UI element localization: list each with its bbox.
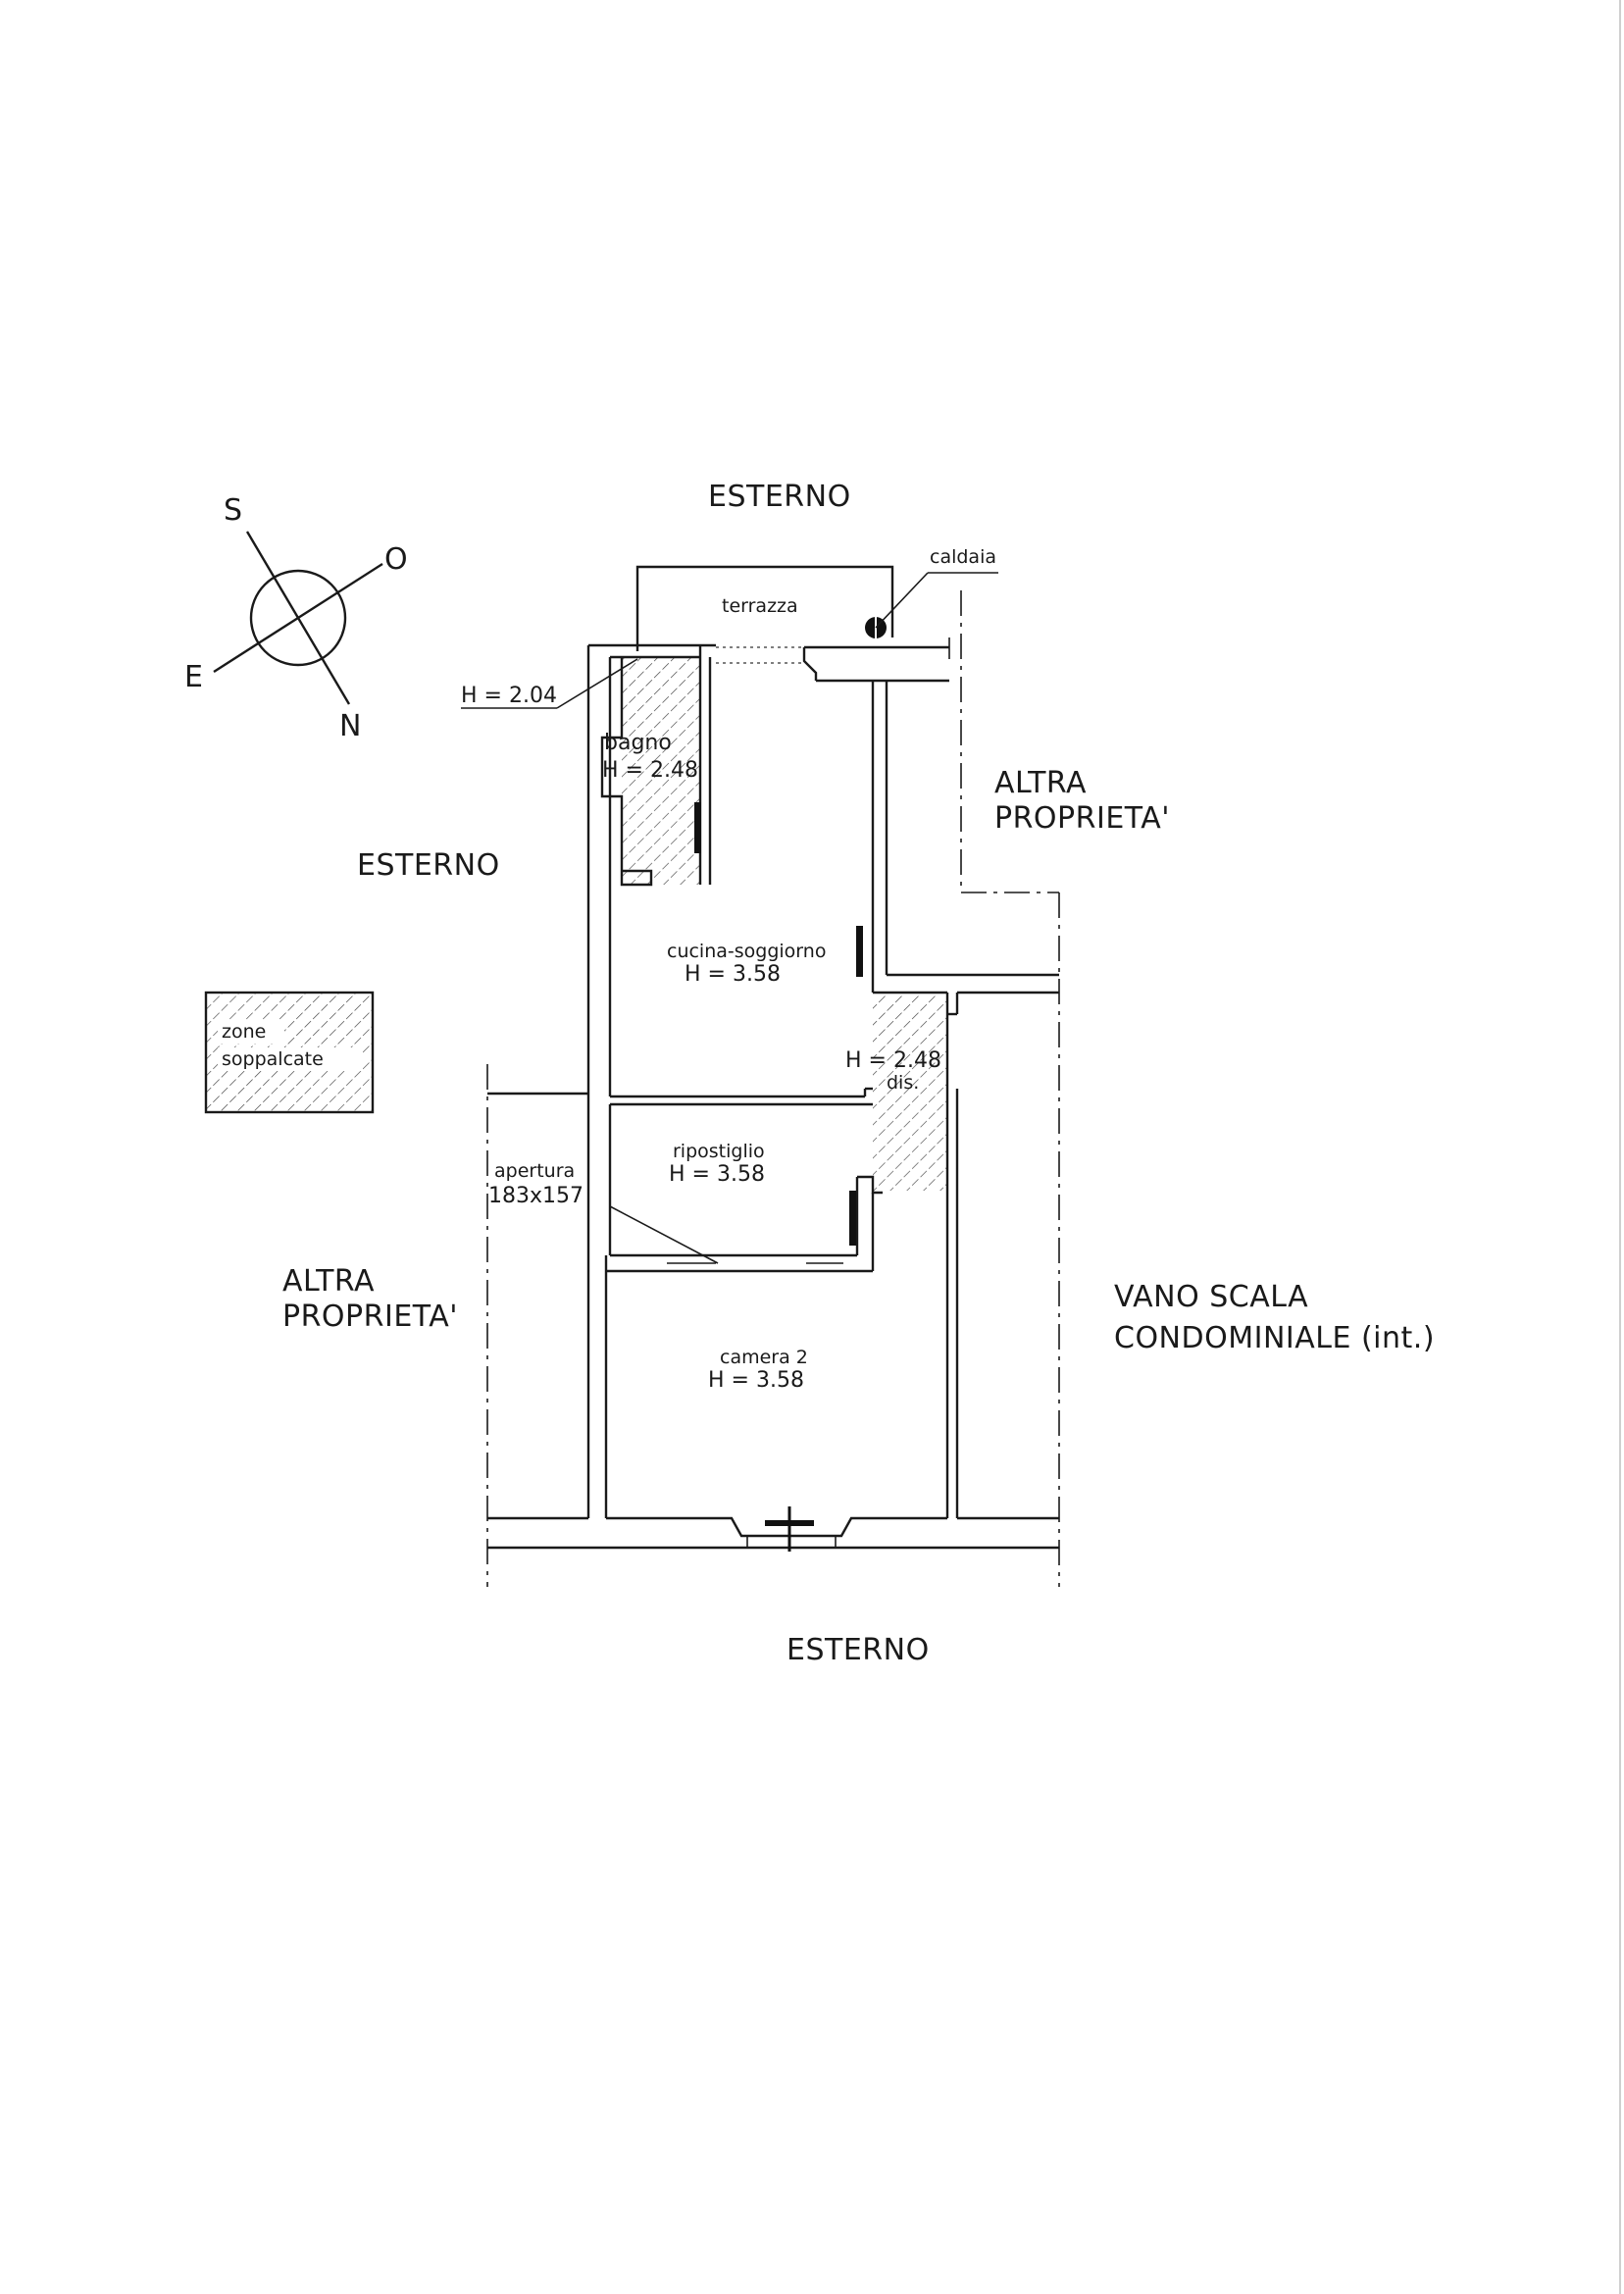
boundary-lines — [486, 590, 1060, 1587]
label-dis: dis. — [887, 1072, 919, 1094]
compass-s: S — [224, 493, 243, 528]
label-esterno-top: ESTERNO — [708, 480, 851, 514]
label-altra-left-1: ALTRA — [282, 1264, 375, 1299]
label-apertura-1: apertura — [494, 1160, 575, 1182]
label-cucina: cucina-soggiorno — [667, 941, 826, 962]
compass-o: O — [384, 542, 408, 577]
label-bagno: bagno — [604, 731, 672, 755]
legend-line1: zone — [222, 1021, 266, 1043]
label-altra-right-2: PROPRIETA' — [994, 801, 1170, 836]
label-terrazza: terrazza — [722, 595, 798, 617]
label-ripostiglio: ripostiglio — [673, 1141, 765, 1162]
bagno-hatch — [622, 657, 700, 885]
label-altra-left-2: PROPRIETA' — [282, 1300, 458, 1334]
walls — [487, 637, 1059, 1550]
h204-leader — [461, 658, 638, 709]
label-caldaia: caldaia — [930, 546, 996, 568]
label-vano-1: VANO SCALA — [1114, 1280, 1308, 1314]
compass-e: E — [184, 660, 203, 694]
label-dis-h: H = 2.48 — [845, 1048, 941, 1073]
label-vano-2: CONDOMINIALE (int.) — [1114, 1321, 1435, 1355]
label-camera-h: H = 3.58 — [708, 1368, 804, 1393]
compass-rose: S O E N — [184, 493, 408, 743]
caldaia-symbol — [865, 572, 998, 638]
radiators — [694, 802, 863, 1552]
dis-hatch — [873, 994, 947, 1191]
label-bagno-h: H = 2.48 — [602, 758, 698, 783]
label-apertura-2: 183x157 — [488, 1184, 584, 1208]
label-h204: H = 2.04 — [461, 684, 557, 708]
label-cucina-h: H = 3.58 — [685, 962, 781, 987]
label-camera: camera 2 — [720, 1347, 808, 1368]
legend: zone soppalcate — [204, 991, 375, 1114]
legend-line2: soppalcate — [222, 1048, 324, 1070]
compass-n: N — [339, 709, 362, 743]
label-altra-right-1: ALTRA — [994, 766, 1087, 800]
label-ripostiglio-h: H = 3.58 — [669, 1162, 765, 1187]
label-esterno-left: ESTERNO — [357, 848, 500, 883]
label-esterno-bottom: ESTERNO — [787, 1633, 930, 1667]
terrazza — [635, 565, 894, 664]
